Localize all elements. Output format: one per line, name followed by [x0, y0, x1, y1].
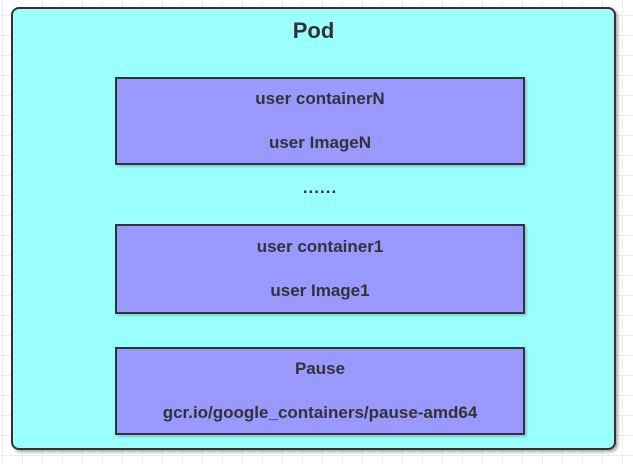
container-n-image: user ImageN: [268, 133, 372, 152]
container-box-user-1: user container1 user Image1: [115, 224, 525, 314]
container-1-name: user container1: [256, 237, 384, 256]
container-box-pause: Pause gcr.io/google_containers/pause-amd…: [115, 347, 525, 435]
ellipsis-text: ......: [302, 178, 338, 197]
pod-title: Pod: [292, 18, 335, 43]
pause-container-image: gcr.io/google_containers/pause-amd64: [162, 403, 478, 422]
container-box-user-n: user containerN user ImageN: [115, 77, 525, 165]
pause-container-name: Pause: [294, 359, 346, 378]
pod-box: Pod user containerN user ImageN ...... u…: [11, 7, 616, 450]
container-n-name: user containerN: [255, 89, 385, 108]
container-1-image: user Image1: [270, 281, 370, 300]
